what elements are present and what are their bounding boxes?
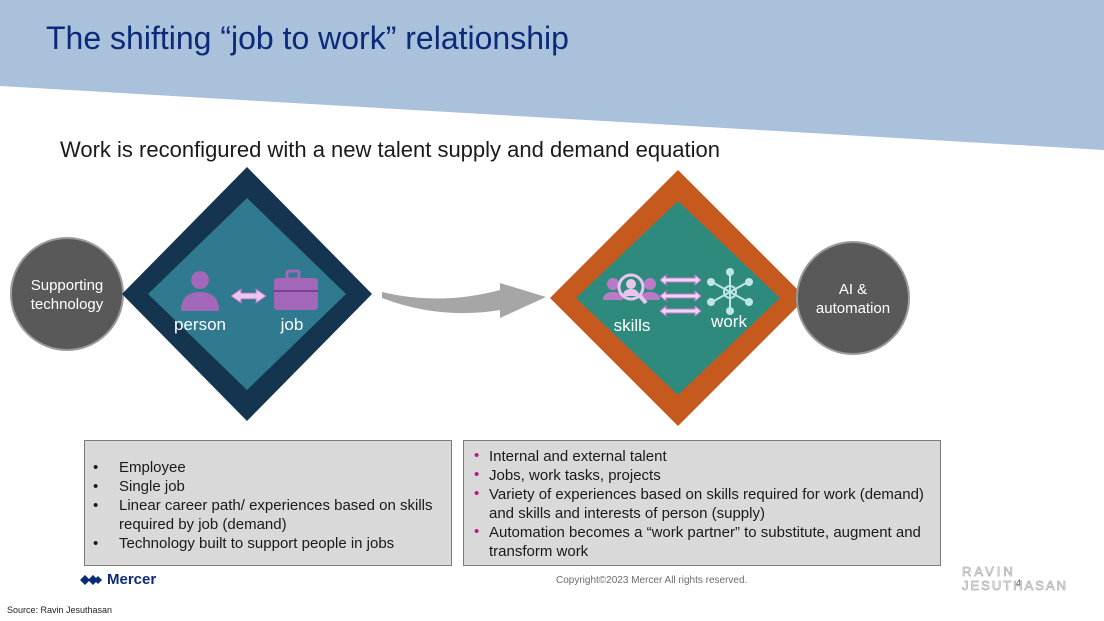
list-item-text: Linear career path/ experiences based on… (119, 497, 433, 533)
bullet-icon: • (474, 523, 480, 540)
list-item-text: Jobs, work tasks, projects (489, 467, 661, 484)
watermark-line2: JESUTHASAN (962, 578, 1068, 593)
slide-subtitle: Work is reconfigured with a new talent s… (60, 137, 720, 162)
work-model-list: • Internal and external talent • Jobs, wor… (474, 447, 930, 561)
list-item: • Variety of experiences based on skills … (474, 485, 930, 523)
work-label: work (710, 312, 747, 331)
list-item-text: Internal and external talent (489, 448, 667, 465)
bullet-icon: • (474, 447, 480, 464)
bullet-icon: • (474, 466, 480, 483)
bullet-icon: • (93, 497, 99, 514)
job-model-list: • Employee • Single job • Linear career pat… (93, 458, 441, 553)
list-item-text: Single job (119, 478, 185, 495)
bullet-icon: • (93, 478, 99, 495)
job-label: job (280, 315, 304, 334)
mercer-logo-text: Mercer (107, 571, 157, 588)
list-item-text: Employee (119, 459, 186, 476)
list-item: • Single job (93, 477, 441, 496)
list-item: • Linear career path/ experiences based o… (93, 496, 441, 534)
person-label: person (174, 315, 226, 334)
supporting-technology-label-line2: technology (31, 296, 104, 313)
ai-automation-circle: AI & automation (796, 241, 910, 355)
source-credit: Source: Ravin Jesuthasan (7, 605, 113, 615)
person-icon (181, 271, 219, 311)
list-item-text: Variety of experiences based on skills r… (489, 486, 924, 522)
list-item: • Employee (93, 458, 441, 477)
ai-automation-label-line1: AI & (839, 281, 867, 298)
list-item: • Technology built to support people in j… (93, 534, 441, 553)
job-model-box: • Employee • Single job • Linear career pat… (84, 440, 452, 566)
list-item: • Internal and external talent (474, 447, 930, 466)
page-number: 4 (1016, 578, 1022, 588)
list-item: • Automation becomes a “work partner” to … (474, 523, 930, 561)
header-banner (0, 0, 1104, 150)
watermark-line1: RAVIN (962, 564, 1016, 579)
job-to-work-diagram: Supporting technology person job (10, 167, 910, 426)
triple-arrows-icon (659, 273, 702, 318)
list-item: • Jobs, work tasks, projects (474, 466, 930, 485)
copyright-notice: Copyright©2023 Mercer All rights reserve… (556, 575, 748, 586)
ai-automation-label-line2: automation (816, 300, 890, 317)
bullet-icon: • (474, 485, 480, 502)
transition-arrow (382, 283, 546, 318)
list-item-text: Technology built to support people in jo… (119, 535, 395, 552)
skills-label: skills (614, 316, 651, 335)
briefcase-icon (274, 269, 318, 310)
list-item-text: Automation becomes a “work partner” to s… (489, 524, 921, 560)
person-job-diamond: person job (122, 167, 372, 421)
skills-work-diamond: skills work (550, 170, 806, 426)
supporting-technology-circle: Supporting technology (10, 237, 124, 351)
ravin-jesuthasan-watermark: RAVIN JESUTHASAN (962, 564, 1068, 593)
supporting-technology-label-line1: Supporting (31, 277, 104, 294)
mercer-logo-icon (80, 574, 102, 585)
double-arrow-icon (230, 288, 267, 304)
network-icon (707, 268, 753, 315)
skills-icon (603, 273, 660, 305)
mercer-logo: Mercer (79, 571, 156, 588)
work-model-box: • Internal and external talent • Jobs, wor… (463, 440, 941, 566)
bullet-icon: • (93, 535, 99, 552)
bullet-icon: • (93, 459, 99, 476)
slide-title: The shifting “job to work” relationship (46, 20, 569, 56)
